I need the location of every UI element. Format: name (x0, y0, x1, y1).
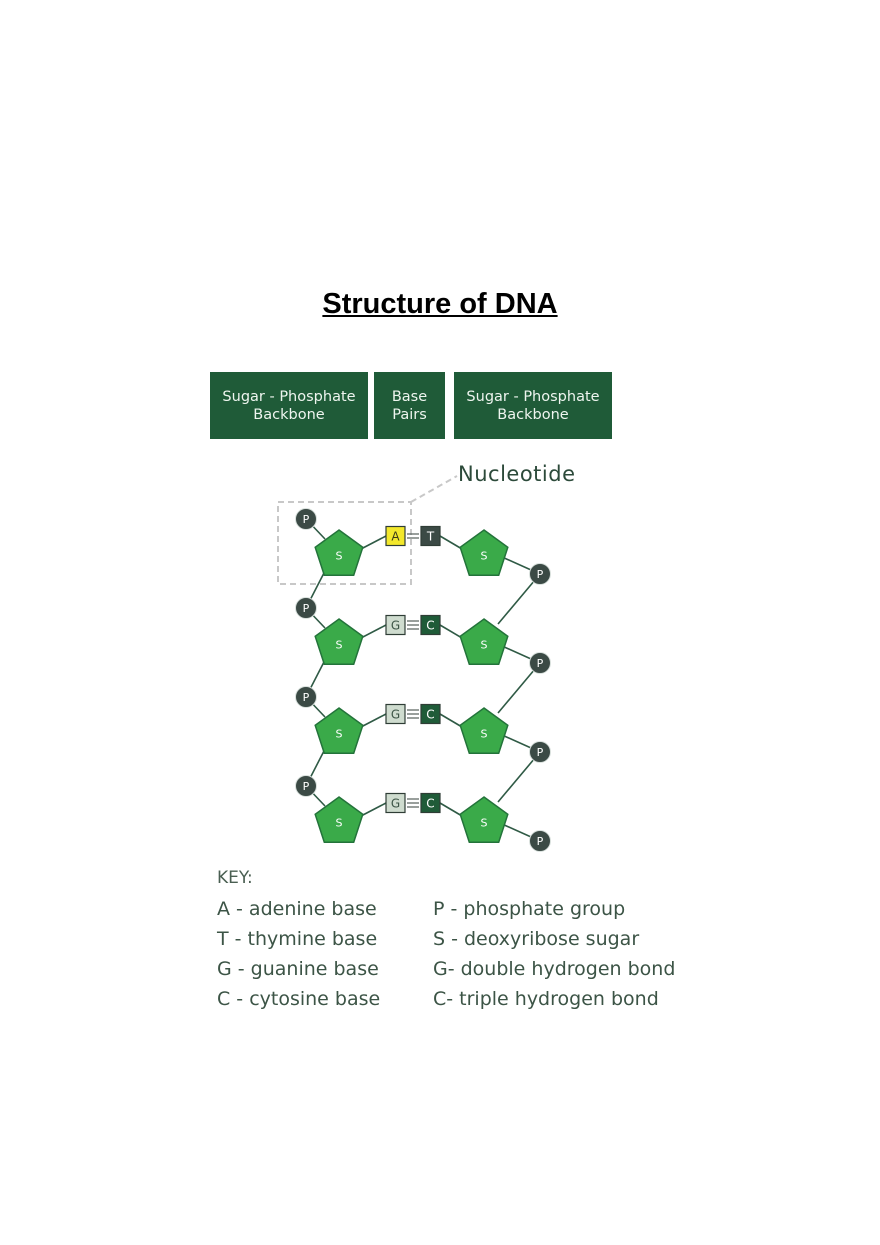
base-right-label: C (426, 619, 434, 633)
key-column-bases: A - adenine base T - thymine base G - gu… (217, 894, 380, 1014)
base-left-label: G (391, 708, 400, 722)
header-left-label: Sugar - Phosphate Backbone (222, 388, 356, 423)
phosphate-left (295, 597, 317, 619)
phosphate-left-label: P (303, 602, 310, 615)
phosphate-left-label: P (303, 780, 310, 793)
phosphate-left-label: P (303, 691, 310, 704)
base-g (385, 703, 406, 725)
base-g (385, 614, 406, 636)
base-t (420, 525, 441, 547)
base-a (385, 525, 406, 547)
sugar-left (314, 707, 364, 754)
phosphate-right-label: P (537, 657, 544, 670)
sugar-base-bond (439, 713, 463, 728)
sugar-base-bond (360, 535, 387, 550)
header-middle-label: Base Pairs (391, 388, 428, 423)
phosphate-right-label: P (537, 835, 544, 848)
sugar-base-bond (360, 624, 387, 639)
phosphate-right-label: P (537, 746, 544, 759)
sugar-left (314, 796, 364, 843)
header-right-label: Sugar - Phosphate Backbone (466, 388, 600, 423)
key-item-adenine: A - adenine base (217, 898, 377, 920)
sugar-base-bond (439, 802, 463, 817)
base-right-label: C (426, 708, 434, 722)
sugar-left-label: S (336, 817, 343, 830)
header-left-backbone: Sugar - Phosphate Backbone (210, 372, 368, 439)
sugar-right-label: S (481, 550, 488, 563)
sugar-right (459, 618, 509, 665)
sugar-left (314, 529, 364, 576)
phosphate-right (529, 652, 551, 674)
phosphate-right (529, 741, 551, 763)
key-column-components: P - phosphate group S - deoxyribose suga… (433, 894, 675, 1014)
phosphate-left (295, 775, 317, 797)
key-item-phosphate: P - phosphate group (433, 898, 626, 920)
key-item-double-bond: G- double hydrogen bond (433, 958, 676, 980)
sugar-left-label: S (336, 728, 343, 741)
sugar-left-label: S (336, 550, 343, 563)
sugar-base-bond (360, 802, 387, 817)
key-title: KEY: (217, 868, 253, 888)
nucleotide-label: Nucleotide (458, 462, 576, 486)
sugar-base-bond (439, 624, 463, 639)
phosphate-right (529, 830, 551, 852)
header-right-backbone: Sugar - Phosphate Backbone (454, 372, 612, 439)
key-item-guanine: G - guanine base (217, 958, 379, 980)
base-c (420, 614, 441, 636)
base-c (420, 703, 441, 725)
page-title: Structure of DNA (322, 288, 558, 320)
sugar-base-bond (360, 713, 387, 728)
base-c (420, 792, 441, 814)
base-left-label: A (391, 530, 400, 544)
base-g (385, 792, 406, 814)
key-item-sugar: S - deoxyribose sugar (433, 928, 640, 950)
sugar-right-label: S (481, 639, 488, 652)
nucleotide-box (277, 501, 412, 585)
base-right-label: T (426, 530, 435, 544)
key-item-thymine: T - thymine base (217, 928, 378, 950)
sugar-left (314, 618, 364, 665)
sugar-right (459, 796, 509, 843)
sugar-right-label: S (481, 817, 488, 830)
key-item-cytosine: C - cytosine base (217, 988, 381, 1010)
base-right-label: C (426, 797, 434, 811)
sugar-right (459, 529, 509, 576)
phosphate-left-label: P (303, 513, 310, 526)
nucleotide-leader-line (410, 475, 458, 503)
phosphate-left (295, 686, 317, 708)
sugar-left-label: S (336, 639, 343, 652)
base-left-label: G (391, 619, 400, 633)
sugar-base-bond (439, 535, 463, 550)
header-base-pairs: Base Pairs (374, 372, 445, 439)
phosphate-right (529, 563, 551, 585)
base-left-label: G (391, 797, 400, 811)
sugar-right-label: S (481, 728, 488, 741)
phosphate-left (295, 508, 317, 530)
key-item-triple-bond: C- triple hydrogen bond (433, 988, 659, 1010)
phosphate-right-label: P (537, 568, 544, 581)
sugar-right (459, 707, 509, 754)
